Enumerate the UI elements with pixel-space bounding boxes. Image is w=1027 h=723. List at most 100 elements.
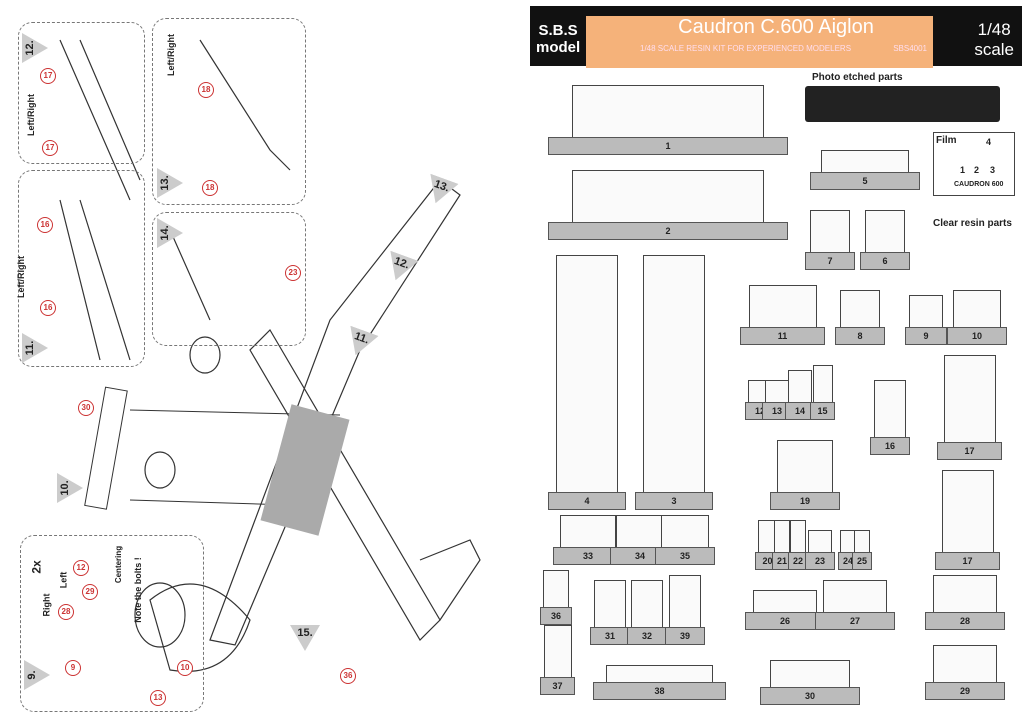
part-number: 9 bbox=[905, 327, 947, 345]
part-shape bbox=[823, 580, 887, 614]
part-number: 35 bbox=[655, 547, 715, 565]
part-shape bbox=[770, 660, 850, 689]
resin-part: 4 bbox=[548, 255, 626, 510]
resin-part: 14 bbox=[785, 370, 815, 420]
photo-etched-fret bbox=[805, 86, 1000, 122]
resin-part: 24 bbox=[838, 530, 858, 570]
resin-part: 5 bbox=[810, 150, 920, 190]
right-note: Right bbox=[41, 593, 52, 617]
part-number: 8 bbox=[835, 327, 885, 345]
resin-part: 22 bbox=[788, 520, 808, 570]
part-shape bbox=[748, 285, 817, 329]
part-callout: 18 bbox=[202, 180, 218, 196]
part-shape bbox=[933, 645, 997, 684]
part-number: 17 bbox=[935, 552, 1000, 570]
resin-part: 27 bbox=[815, 580, 895, 630]
part-shape bbox=[821, 150, 909, 174]
part-shape bbox=[943, 355, 996, 444]
part-shape bbox=[790, 520, 806, 554]
resin-part: 30 bbox=[760, 660, 860, 705]
left-note: Left bbox=[58, 571, 69, 589]
part-number: 17 bbox=[937, 442, 1002, 460]
quantity-note: 2x bbox=[29, 560, 44, 574]
part-number: 6 bbox=[860, 252, 910, 270]
part-number: 31 bbox=[590, 627, 630, 645]
left-right-note: Left/Right bbox=[16, 256, 26, 298]
resin-part: 2 bbox=[548, 170, 788, 240]
part-callout: 16 bbox=[40, 300, 56, 316]
resin-part: 9 bbox=[905, 295, 947, 345]
part-number: 28 bbox=[925, 612, 1005, 630]
resin-part: 33 bbox=[553, 515, 623, 565]
part-callout: 10 bbox=[177, 660, 193, 676]
part-shape bbox=[810, 210, 850, 254]
part-number: 4 bbox=[548, 492, 626, 510]
part-number: 16 bbox=[870, 437, 910, 455]
part-shape bbox=[572, 170, 764, 224]
part-number: 30 bbox=[760, 687, 860, 705]
part-number: 27 bbox=[815, 612, 895, 630]
part-number: 29 bbox=[925, 682, 1005, 700]
part-shape bbox=[788, 370, 812, 404]
part-shape bbox=[616, 515, 664, 549]
part-number: 13 bbox=[762, 402, 792, 420]
resin-part: 32 bbox=[627, 580, 667, 645]
part-number: 25 bbox=[852, 552, 872, 570]
assembly-drawing bbox=[59, 39, 481, 672]
resin-part: 26 bbox=[745, 590, 825, 630]
part-shape bbox=[560, 515, 616, 549]
resin-part: 13 bbox=[762, 380, 792, 420]
part-number: 14 bbox=[785, 402, 815, 420]
part-shape bbox=[909, 295, 943, 329]
resin-part: 11 bbox=[740, 285, 825, 345]
part-shape bbox=[933, 575, 997, 614]
resin-part: 1 bbox=[548, 85, 788, 155]
step-12-box bbox=[18, 22, 145, 164]
part-callout: 29 bbox=[82, 584, 98, 600]
resin-part: 17 bbox=[935, 470, 1000, 570]
part-number: 37 bbox=[540, 677, 575, 695]
bolts-note: Note the bolts ! bbox=[132, 557, 143, 623]
part-shape bbox=[642, 255, 706, 494]
resin-part: 8 bbox=[835, 290, 885, 345]
resin-part: 39 bbox=[665, 575, 705, 645]
step-13-box bbox=[152, 18, 306, 205]
part-callout: 23 bbox=[285, 265, 301, 281]
part-callout: 13 bbox=[150, 690, 166, 706]
part-number: 15 bbox=[810, 402, 835, 420]
part-number: 7 bbox=[805, 252, 855, 270]
step-9-box bbox=[20, 535, 204, 712]
kit-subtitle: 1/48 SCALE RESIN KIT FOR EXPERIENCED MOD… bbox=[640, 44, 852, 53]
film-sheet: Film 4 1 2 3 CAUDRON 600 bbox=[933, 132, 1015, 196]
kit-title: Caudron C.600 Aiglon bbox=[678, 16, 874, 38]
resin-part: 23 bbox=[805, 530, 835, 570]
resin-part: 10 bbox=[947, 290, 1007, 345]
resin-part: 38 bbox=[593, 665, 726, 700]
part-callout: 17 bbox=[40, 68, 56, 84]
resin-part: 21 bbox=[772, 520, 792, 570]
part-callout: 16 bbox=[37, 217, 53, 233]
left-right-note: Left/Right bbox=[26, 94, 36, 136]
resin-part: 15 bbox=[810, 365, 835, 420]
part-callout: 17 bbox=[42, 140, 58, 156]
part-number: 36 bbox=[540, 607, 572, 625]
resin-part: 25 bbox=[852, 530, 872, 570]
part-number: 32 bbox=[627, 627, 667, 645]
part-shape bbox=[953, 290, 1001, 329]
resin-part: 31 bbox=[590, 580, 630, 645]
resin-part: 17 bbox=[937, 355, 1002, 460]
part-number: 11 bbox=[740, 327, 825, 345]
step-14-box bbox=[152, 212, 306, 346]
left-right-note: Left/Right bbox=[166, 34, 176, 76]
part-number: 1 bbox=[548, 137, 788, 155]
part-shape bbox=[661, 515, 709, 549]
part-callout: 18 bbox=[198, 82, 214, 98]
resin-part: 37 bbox=[540, 625, 575, 695]
resin-part: 28 bbox=[925, 575, 1005, 630]
part-number: 23 bbox=[805, 552, 835, 570]
part-callout: 36 bbox=[340, 668, 356, 684]
part-shape bbox=[854, 530, 870, 554]
